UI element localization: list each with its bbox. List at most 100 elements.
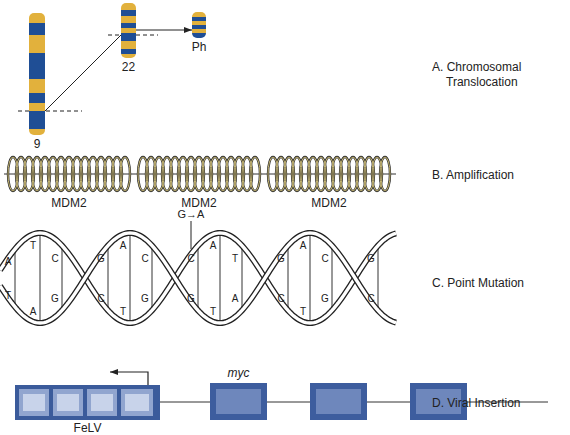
nucleotide-letter: C <box>187 252 194 263</box>
panel-title: A. Chromosomal Translocation <box>432 60 570 90</box>
base-pair <box>152 249 153 308</box>
coil-loop <box>356 157 366 191</box>
translocation-line <box>45 35 121 111</box>
coil-loop <box>364 157 374 191</box>
panel-title: D. Viral Insertion <box>432 396 570 411</box>
chromosome-band <box>121 16 136 23</box>
chromosome: 22 <box>121 3 136 75</box>
nucleotide-letter: G <box>141 293 149 304</box>
base-pair <box>220 236 221 320</box>
nucleotide-letter: A <box>5 256 12 267</box>
base-pair <box>310 236 311 320</box>
coil-loop <box>340 157 350 191</box>
base-pair <box>332 249 333 308</box>
gene-amplicon-shape <box>138 156 260 192</box>
coil-loop <box>316 157 326 191</box>
gene-amplicon: MDM2 <box>268 156 390 209</box>
chromosome-band <box>192 21 206 25</box>
chromosome-shape <box>121 3 136 58</box>
panel-title: B. Amplification <box>432 168 570 183</box>
ltr-panel <box>87 389 117 416</box>
dna-helix <box>0 233 396 323</box>
coil-loop <box>324 157 334 191</box>
exon-box <box>216 389 261 414</box>
coil-loop <box>380 157 390 191</box>
base-pair <box>62 249 63 308</box>
chromosome-band <box>192 17 206 21</box>
coil-loop <box>104 157 114 191</box>
nucleotide-letter: G <box>51 293 59 304</box>
viral-ltr-box <box>15 385 160 420</box>
chromosome-band <box>121 10 136 16</box>
chromosome: Ph <box>192 12 206 55</box>
chromosome-band <box>29 103 45 111</box>
chromosome-band <box>29 35 45 53</box>
base-pair <box>198 249 199 308</box>
arrow <box>136 30 192 31</box>
chromosome-band <box>121 54 136 58</box>
chromosome-band <box>192 12 206 17</box>
exon-box <box>210 383 267 420</box>
chromosome-band <box>192 33 206 38</box>
coil-loop <box>308 157 318 191</box>
coil-loop <box>112 157 122 191</box>
chromosome-band <box>29 129 45 135</box>
breakpoint-line <box>18 111 82 112</box>
nucleotide-letter: G <box>187 293 195 304</box>
gene-amplicon-shape <box>8 156 130 192</box>
coil-loop <box>32 157 42 191</box>
chromosome-band <box>29 13 45 23</box>
chromosome-band <box>121 33 136 41</box>
nucleotide-letter: G <box>321 293 329 304</box>
chromosome-band <box>121 3 136 10</box>
node-label: MDM2 <box>0 196 160 210</box>
panel-title: C. Point Mutation <box>432 276 570 291</box>
coil-loop <box>250 157 260 191</box>
nucleotide-letter: T <box>120 306 126 317</box>
coil-loop <box>234 157 244 191</box>
coil-loop <box>72 157 82 191</box>
coil-loop <box>202 157 212 191</box>
gene-amplicon: MDM2 <box>8 156 130 209</box>
coil-loop <box>210 157 220 191</box>
nucleotide-letter: T <box>30 240 36 251</box>
chromosome-shape <box>29 13 45 135</box>
coil-loop <box>56 157 66 191</box>
coil-loop <box>146 157 156 191</box>
coil-loop <box>8 157 18 191</box>
coil-loop <box>48 157 58 191</box>
nucleotide-letter: C <box>141 252 148 263</box>
nucleotide-letter: A <box>232 293 239 304</box>
nucleotide-letter: A <box>30 306 37 317</box>
node-label: FeLV <box>0 421 190 435</box>
node-label: 22 <box>91 60 166 74</box>
coil-loop <box>242 157 252 191</box>
nucleotide-letter: A <box>120 240 127 251</box>
base-pair <box>108 249 109 308</box>
coil-loop <box>120 157 130 191</box>
node-label: MDM2 <box>238 196 420 210</box>
chromosome-band <box>121 49 136 54</box>
exon-box: myc <box>210 366 267 420</box>
base-pair <box>378 249 379 308</box>
chromosome: 9 <box>29 13 45 152</box>
base-pair <box>130 236 131 320</box>
nucleotide-letter: A <box>210 240 217 251</box>
gene-amplicon-shape <box>268 156 390 192</box>
chromosome-band <box>29 111 45 129</box>
node-label: 9 <box>0 137 75 151</box>
node-label: myc <box>180 366 297 380</box>
coil-loop <box>16 157 26 191</box>
nucleotide-letter: C <box>97 293 104 304</box>
dna-strand <box>0 233 396 323</box>
coil-loop <box>332 157 342 191</box>
coil-loop <box>268 157 278 191</box>
coil-loop <box>380 157 390 191</box>
base-pair <box>15 252 16 304</box>
chromosome-band <box>29 79 45 93</box>
coil-loop <box>194 157 204 191</box>
nucleotide-letter: C <box>367 293 374 304</box>
coil-loop <box>372 157 382 191</box>
chromosome-band <box>192 25 206 29</box>
viral-ltr-box-shape <box>15 385 160 420</box>
